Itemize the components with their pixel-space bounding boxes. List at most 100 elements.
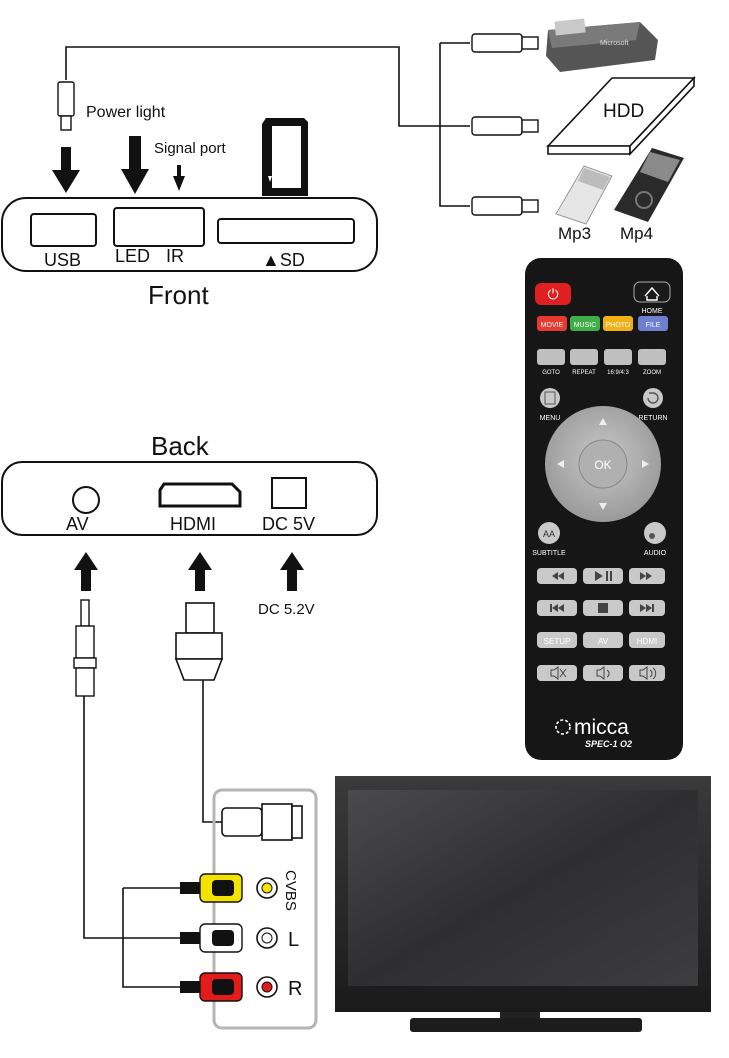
- stop-button[interactable]: [583, 600, 623, 616]
- color-button-2[interactable]: PHOTO: [603, 316, 633, 331]
- hdmi-connector-icon: [221, 803, 303, 841]
- play-pause-button[interactable]: [583, 568, 623, 584]
- next-button[interactable]: [629, 600, 665, 616]
- sd-card-icon: [262, 118, 308, 196]
- flash-drive-icon: [546, 18, 658, 72]
- input-button-label: AV: [598, 637, 609, 646]
- stop-icon: [598, 603, 608, 613]
- sd-slot-label: ▲SD: [262, 250, 305, 270]
- back-panel: [1, 461, 378, 536]
- mp4-label: Mp4: [620, 224, 653, 243]
- back-title: Back: [151, 431, 210, 461]
- hdmi-plug-icon: [174, 602, 224, 681]
- volume-up-button[interactable]: [629, 665, 665, 681]
- home-button[interactable]: [633, 281, 671, 303]
- color-button-label: MOVIE: [541, 322, 564, 329]
- row-button-label: ZOOM: [643, 370, 661, 376]
- led-label: LED: [115, 246, 150, 266]
- color-button-0[interactable]: MOVIE: [537, 316, 567, 331]
- audio-button[interactable]: [644, 522, 666, 544]
- mute-icon: [550, 666, 567, 680]
- input-button-1[interactable]: AV: [583, 632, 623, 648]
- fast-forward-icon: [640, 572, 652, 580]
- volume-down-button[interactable]: [583, 665, 623, 681]
- return-icon: [647, 392, 659, 404]
- color-button-1[interactable]: MUSIC: [570, 316, 600, 331]
- power-icon: ⏻: [547, 287, 558, 303]
- menu-button[interactable]: [540, 388, 560, 408]
- dpad[interactable]: [545, 406, 661, 522]
- signal-port-label: Signal port: [154, 140, 227, 157]
- volume-up-icon: [639, 666, 657, 680]
- color-button-label: PHOTO: [606, 322, 631, 329]
- power-button[interactable]: ⏻: [535, 283, 571, 305]
- fast-forward-button[interactable]: [629, 568, 665, 584]
- aspect-button[interactable]: [604, 349, 632, 365]
- rewind-icon: [552, 572, 564, 580]
- home-label: HOME: [642, 308, 663, 315]
- usb-cables: [65, 42, 470, 207]
- rca-white-plug-icon: [180, 923, 278, 953]
- mute-button[interactable]: [537, 665, 577, 681]
- brand-label: micca: [574, 716, 629, 739]
- input-button-label: SETUP: [544, 637, 571, 646]
- mp4-player-icon: [614, 148, 684, 222]
- mp3-player-icon: [555, 165, 613, 225]
- usb-plug-icon: [471, 196, 539, 216]
- input-button-2[interactable]: HDMI: [629, 632, 665, 648]
- zoom-button[interactable]: [638, 349, 666, 365]
- return-label: RETURN: [638, 415, 667, 422]
- home-icon: [644, 286, 660, 301]
- subtitle-label: SUBTITLE: [532, 550, 566, 557]
- up-arrow-icon: [74, 552, 98, 591]
- goto-button[interactable]: [537, 349, 565, 365]
- dc-input-label: DC 5.2V: [258, 601, 315, 618]
- subtitle-icon: AA: [543, 529, 555, 539]
- av-jack-plug-icon: [73, 599, 97, 697]
- row-button-label: GOTO: [542, 370, 560, 376]
- next-icon: [640, 604, 654, 612]
- color-button-3[interactable]: FILE: [638, 316, 668, 331]
- down-arrow-icon: [121, 136, 149, 194]
- rca-right-label: R: [288, 978, 302, 1000]
- tv-input-panel: [212, 788, 318, 1030]
- usb-plug-icon: [57, 81, 75, 131]
- previous-icon: [550, 604, 564, 612]
- hdmi-port-label: HDMI: [170, 514, 216, 534]
- input-button-0[interactable]: SETUP: [537, 632, 577, 648]
- hdd-label: HDD: [603, 101, 644, 122]
- rewind-button[interactable]: [537, 568, 577, 584]
- return-button[interactable]: [643, 388, 663, 408]
- rca-yellow-plug-icon: [180, 873, 278, 903]
- av-port-label: AV: [66, 514, 89, 534]
- repeat-button[interactable]: [570, 349, 598, 365]
- down-arrow-icon: [52, 147, 80, 193]
- play-pause-icon: [595, 571, 612, 581]
- left-arrow-icon: [557, 460, 564, 468]
- ok-button-label[interactable]: OK: [594, 458, 611, 472]
- flash-brand-label: Microsoft: [600, 40, 628, 47]
- ir-label: IR: [166, 246, 184, 266]
- volume-down-icon: [596, 666, 610, 680]
- power-light-label: Power light: [86, 104, 166, 121]
- rca-red-plug-icon: [180, 972, 278, 1002]
- usb-plug-icon: [471, 116, 539, 136]
- previous-button[interactable]: [537, 600, 577, 616]
- front-title: Front: [148, 280, 209, 310]
- menu-label: MENU: [540, 415, 561, 422]
- model-label: SPEC-1 O2: [585, 739, 632, 749]
- up-arrow-icon: [188, 552, 212, 591]
- menu-icon: [544, 391, 556, 405]
- row-button-label: 16:9/4:3: [607, 370, 629, 376]
- tv-icon: [335, 776, 711, 1032]
- usb-port-label: USB: [44, 250, 81, 270]
- rca-left-label: L: [288, 929, 299, 951]
- subtitle-button[interactable]: AA: [538, 522, 560, 544]
- audio-label: AUDIO: [644, 550, 667, 557]
- down-arrow-icon: [173, 165, 185, 191]
- right-arrow-icon: [642, 460, 649, 468]
- input-button-label: HDMI: [637, 637, 657, 646]
- front-panel: [1, 197, 378, 272]
